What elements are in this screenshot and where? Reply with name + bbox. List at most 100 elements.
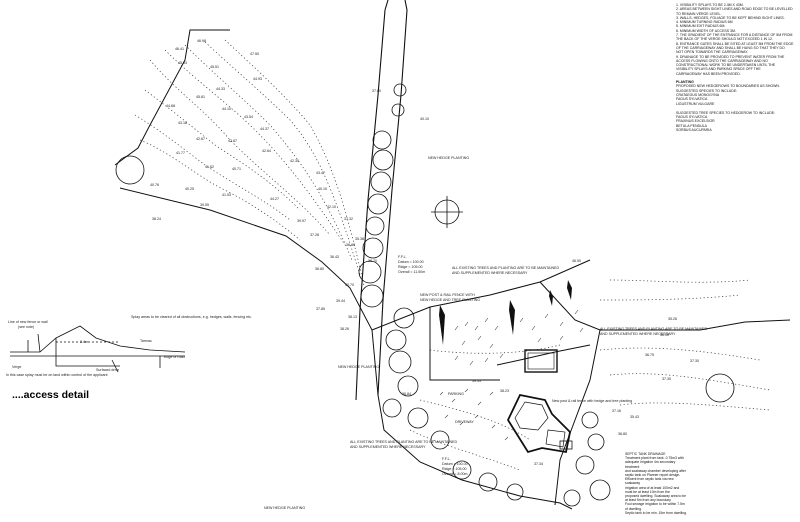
- spot-level: 43.54: [244, 115, 253, 119]
- contour-lines: [134, 39, 771, 471]
- supplemented-label: AND SUPPLEMENTED WHERE NECESSARY: [452, 271, 528, 275]
- spot-level: 37.60: [372, 89, 381, 93]
- svg-text:Ridge = 105.00: Ridge = 105.00: [398, 265, 422, 269]
- spot-level: 37.16: [612, 409, 621, 413]
- hedge-planting-label: NEW HEDGE PLANTING: [338, 365, 379, 369]
- septic-notes: SEPTIC TANK DRAINAGE Treatment plant fro…: [625, 452, 687, 515]
- spot-level: 36.75: [645, 353, 654, 357]
- septic-line: septic tank on Planner report design.: [625, 473, 681, 478]
- spot-level: 37.85: [316, 307, 325, 311]
- boundary-lines: [114, 29, 791, 510]
- svg-text:F.F.L.: F.F.L.: [442, 457, 451, 461]
- spot-level: 42.10: [327, 205, 336, 209]
- note-line: 7. THE GRADIENT OF THE ENTRANCE FOR A DI…: [676, 33, 793, 38]
- spot-level: 44.33: [216, 87, 225, 91]
- spot-level: 44.93: [253, 77, 262, 81]
- spot-level: 36.80: [315, 267, 324, 271]
- north-arrow: [431, 196, 463, 228]
- spot-level: 38.13: [348, 315, 357, 319]
- spot-level: 45.51: [210, 65, 219, 69]
- road: [355, 0, 408, 401]
- spot-level: 39.33: [472, 379, 481, 383]
- species-line: BETULA PENDULA: [676, 123, 707, 128]
- note-line: THE BACK OF THE VERGE SHOULD NOT EXCEED …: [676, 37, 773, 42]
- notes-list: 1. VISIBILITY SPLAYS TO BE 2.4M X 43M.2.…: [676, 3, 798, 76]
- spot-level: 37.30: [662, 377, 671, 381]
- spot-level: 42.87: [228, 139, 237, 143]
- spot-level: 36.88: [346, 243, 355, 247]
- svg-text:F.F.L.: F.F.L.: [398, 255, 407, 259]
- note-line: 2. AREAS BETWEEN SIGHT LINES AND ROAD ED…: [676, 7, 793, 12]
- spot-level: 44.27: [270, 197, 279, 201]
- spot-level: 40.10: [318, 187, 327, 191]
- note-line: 8. ENTRANCE GATES SHALL BE SITED AT LEAS…: [676, 41, 794, 46]
- existing-trees-label: ALL EXISTING TREES AND PLANTING ARE TO B…: [600, 327, 707, 331]
- note-line: 3. WALLS, HEDGES, FOLIAGE TO BE KEPT BEH…: [676, 15, 785, 20]
- spot-level: 39.44: [336, 299, 345, 303]
- hedge-planting-label: NEW HEDGE PLANTING: [264, 506, 305, 510]
- dimension-label: 2.4m: [80, 340, 88, 344]
- fence-note-label: New post & rail fence with hedge and tre…: [552, 399, 632, 403]
- suggested-heading: SUGGESTED TREE SPECIES TO HEDGEROW TO IN…: [676, 110, 776, 115]
- spot-level: 36.10: [660, 333, 669, 337]
- spot-level: 35.43: [630, 415, 639, 419]
- access-detail-diagram: [10, 325, 186, 373]
- spot-level: 42.64: [262, 149, 271, 153]
- line-of-fence-label: Line of new fence or wall: [8, 320, 48, 324]
- general-notes: 1. VISIBILITY SPLAYS TO BE 2.4M X 43M.2.…: [676, 3, 798, 132]
- existing-trees-label: ALL EXISTING TREES AND PLANTING ARE TO B…: [350, 440, 457, 444]
- septic-line: at least 5m from any boundary.: [625, 498, 672, 503]
- planting-line: PROPOSED NEW HEDGEROWS TO BOUNDARIES AS …: [676, 84, 780, 89]
- spot-level: 41.62: [205, 165, 214, 169]
- splay-control-label: In this case splay must be on land withi…: [6, 373, 107, 377]
- existing-trees-label: ALL EXISTING TREES AND PLANTING ARE TO B…: [452, 266, 559, 270]
- spot-level: 44.37: [260, 127, 269, 131]
- spot-level: 40.10: [420, 117, 429, 121]
- planting-line: FAGUS SYLVATICA: [676, 97, 708, 102]
- spot-levels: 46.9846.4147.5045.9345.5144.9344.3345.81…: [150, 39, 699, 466]
- spot-level: 46.98: [197, 39, 206, 43]
- spot-level: 47.50: [250, 52, 259, 56]
- svg-text:Datum = 100.00: Datum = 100.00: [442, 462, 468, 466]
- post-rail-label: NEW POST & RAIL FENCE WITH: [420, 293, 475, 297]
- note-line: 9. DRAINAGE TO BE PROVIDED TO PREVENT WA…: [676, 54, 785, 59]
- splay-clear-label: Splay areas to be cleared of all obstruc…: [131, 315, 252, 319]
- supplemented-label: AND SUPPLEMENTED WHERE NECESSARY: [350, 445, 426, 449]
- septic-line: Septic tank to be min. 15m from dwelling…: [625, 510, 688, 515]
- spot-level: 44.10: [222, 107, 231, 111]
- supplemented-label: AND SUPPLEMENTED WHERE NECESSARY: [600, 332, 676, 336]
- planting-line: SUGGESTED SPECIES TO INCLUDE:: [676, 88, 738, 93]
- spot-level: 37.30: [690, 359, 699, 363]
- note-line: CARRIAGEWAY HAS BEEN PROVIDED.: [676, 71, 741, 76]
- septic-line: Effluent from septic tank via new soakaw…: [625, 477, 674, 486]
- spot-level: 40.71: [232, 167, 241, 171]
- hedge-planting-label: NEW HEDGE PLANTING: [428, 156, 469, 160]
- spot-level: 44.68: [166, 104, 175, 108]
- septic-line: Foul sewage irrigation to be within 7.5m: [625, 502, 685, 507]
- spot-level: 46.50: [572, 259, 581, 263]
- septic-line: irrigation area of at least 100m2 and: [625, 485, 680, 490]
- planting-heading: PLANTING: [676, 80, 694, 85]
- spot-level: 38.23: [500, 389, 509, 393]
- planting-line: CRATAEGUS MONOGYNA: [676, 92, 720, 97]
- access-detail-title: ....access detail: [12, 389, 90, 401]
- septic-line: of dwelling.: [625, 506, 642, 511]
- spot-level: 40.25: [185, 187, 194, 191]
- spot-level: 36.80: [618, 432, 627, 436]
- plan-labels: NEW HEDGE PLANTING NEW HEDGE PLANTING NE…: [6, 156, 707, 510]
- note-line: ACCESS FLOWING ONTO THE CARRIAGEWAY AND …: [676, 58, 768, 63]
- tarmac-label: Tarmac: [140, 339, 152, 343]
- spot-level: 38.24: [152, 217, 161, 221]
- spot-level: 36.70: [368, 259, 377, 263]
- spot-level: 45.93: [178, 61, 187, 65]
- spot-level: 36.84: [402, 392, 411, 396]
- svg-text:Ridge = 105.00: Ridge = 105.00: [442, 467, 466, 471]
- spot-level: 42.67: [196, 137, 205, 141]
- spot-level: 37.34: [534, 462, 543, 466]
- level-box: F.F.L. Datum = 100.00 Ridge = 105.00 Ove…: [398, 255, 425, 274]
- spot-level: 38.26: [340, 327, 349, 331]
- note-line: 1. VISIBILITY SPLAYS TO BE 2.4M X 43M.: [676, 3, 744, 7]
- edge-of-road-label: Edge of road: [164, 355, 185, 359]
